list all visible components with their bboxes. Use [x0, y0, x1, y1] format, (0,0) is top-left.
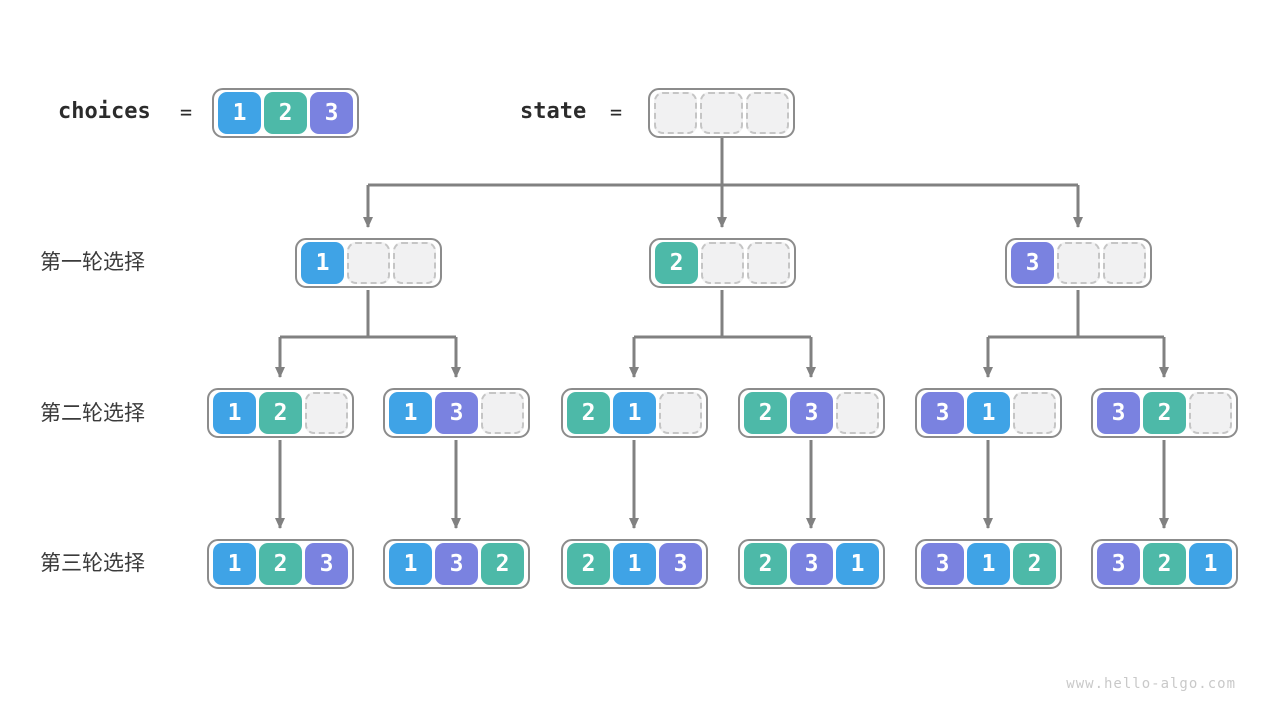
cell-value-3: 3	[790, 543, 833, 585]
empty-cell	[836, 392, 879, 434]
round-1-label: 第一轮选择	[40, 251, 145, 274]
empty-cell	[481, 392, 524, 434]
cell-value-1: 1	[389, 392, 432, 434]
cell-value-1: 1	[301, 242, 344, 284]
empty-cell	[1013, 392, 1056, 434]
cell-value-1: 1	[213, 543, 256, 585]
choices-equals-sign: =	[180, 100, 193, 124]
cell-value-1: 1	[836, 543, 879, 585]
state-array	[648, 88, 795, 138]
cell-value-1: 1	[613, 543, 656, 585]
empty-cell	[305, 392, 348, 434]
cell-value-2: 2	[567, 543, 610, 585]
cell-value-2: 2	[1143, 543, 1186, 585]
state-equals-sign: =	[610, 100, 623, 124]
cell-value-2: 2	[567, 392, 610, 434]
round1-node-3: 3	[1005, 238, 1152, 288]
cell-value-2: 2	[481, 543, 524, 585]
cell-value-1: 1	[389, 543, 432, 585]
empty-cell	[1103, 242, 1146, 284]
cell-value-2: 2	[259, 392, 302, 434]
cell-value-2: 2	[655, 242, 698, 284]
cell-value-3: 3	[659, 543, 702, 585]
cell-value-3: 3	[435, 392, 478, 434]
cell-value-1: 1	[613, 392, 656, 434]
cell-value-2: 2	[264, 92, 307, 134]
round1-node-1: 1	[295, 238, 442, 288]
cell-value-1: 1	[218, 92, 261, 134]
cell-value-3: 3	[921, 543, 964, 585]
empty-cell	[1057, 242, 1100, 284]
round-3-label: 第三轮选择	[40, 552, 145, 575]
empty-cell	[393, 242, 436, 284]
cell-value-3: 3	[305, 543, 348, 585]
cell-value-3: 3	[1011, 242, 1054, 284]
round1-node-2: 2	[649, 238, 796, 288]
empty-cell	[347, 242, 390, 284]
empty-cell	[701, 242, 744, 284]
empty-cell	[659, 392, 702, 434]
choices-label: choices	[58, 99, 151, 124]
cell-value-2: 2	[1013, 543, 1056, 585]
watermark: www.hello-algo.com	[1066, 676, 1236, 692]
cell-value-1: 1	[967, 392, 1010, 434]
state-label: state	[520, 99, 587, 124]
cell-value-3: 3	[310, 92, 353, 134]
empty-cell	[747, 242, 790, 284]
cell-value-2: 2	[259, 543, 302, 585]
cell-value-1: 1	[213, 392, 256, 434]
empty-cell	[746, 92, 789, 134]
cell-value-3: 3	[1097, 392, 1140, 434]
cell-value-1: 1	[1189, 543, 1232, 585]
empty-cell	[700, 92, 743, 134]
cell-value-1: 1	[967, 543, 1010, 585]
empty-cell	[654, 92, 697, 134]
cell-value-3: 3	[790, 392, 833, 434]
cell-value-2: 2	[1143, 392, 1186, 434]
round-2-label: 第二轮选择	[40, 402, 145, 425]
cell-value-3: 3	[921, 392, 964, 434]
empty-cell	[1189, 392, 1232, 434]
cell-value-2: 2	[744, 543, 787, 585]
cell-value-2: 2	[744, 392, 787, 434]
cell-value-3: 3	[435, 543, 478, 585]
cell-value-3: 3	[1097, 543, 1140, 585]
